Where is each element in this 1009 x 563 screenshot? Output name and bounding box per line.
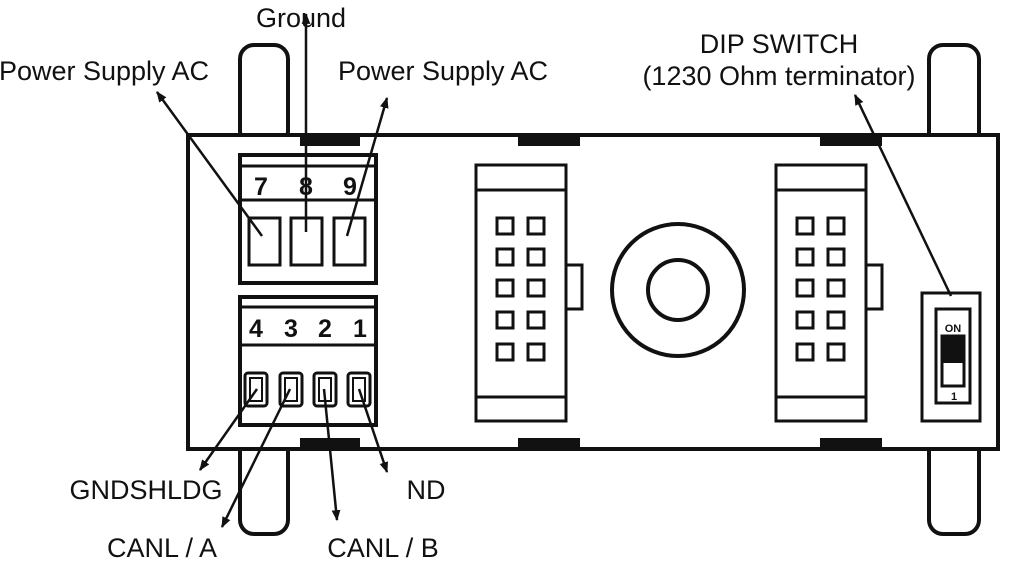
foot-top-left (238, 43, 290, 147)
power-terminal-block: 7 8 9 (238, 153, 378, 285)
can-terminal-block: 4 3 2 1 (238, 295, 378, 427)
mounting-feet (238, 43, 981, 536)
center-ring (610, 222, 746, 358)
terminal-number-2: 2 (318, 315, 332, 343)
dip-switch-on-label: ON (945, 323, 962, 335)
arrow-canl-b (322, 388, 341, 522)
arrow-nd (357, 388, 389, 474)
terminal-number-7: 7 (254, 173, 268, 201)
leader-lines (155, 12, 953, 528)
dip-switch-position-label: 1 (951, 391, 957, 403)
foot-top-right (927, 43, 981, 149)
arrow-dip-switch (853, 94, 953, 297)
terminal-number-4: 4 (249, 315, 263, 343)
label-dip-switch: DIP SWITCH (700, 29, 859, 59)
terminal-number-1: 1 (353, 315, 367, 343)
label-power-supply-ac-right: Power Supply AC (338, 56, 548, 86)
arrow-power-ac-right (345, 96, 389, 237)
arrow-gndshldg (198, 388, 259, 471)
label-canl-b: CANL / B (327, 533, 439, 563)
label-gndshldg: GNDSHLDG (69, 475, 222, 505)
dip-switch: ON 1 (920, 291, 982, 423)
label-nd: ND (407, 475, 446, 505)
terminal-number-3: 3 (284, 315, 298, 343)
label-ground: Ground (256, 3, 346, 33)
terminal-screw-8 (289, 216, 324, 267)
arrow-power-ac-left (155, 91, 264, 237)
connector-left (474, 163, 584, 423)
label-canl-a: CANL / A (107, 533, 217, 563)
terminal-number-9: 9 (343, 173, 357, 201)
connector-right (774, 163, 884, 423)
label-power-supply-ac-left: Power Supply AC (0, 56, 209, 86)
arrow-canl-a (220, 388, 292, 528)
label-dip-switch-terminator: (1230 Ohm terminator) (642, 61, 915, 91)
